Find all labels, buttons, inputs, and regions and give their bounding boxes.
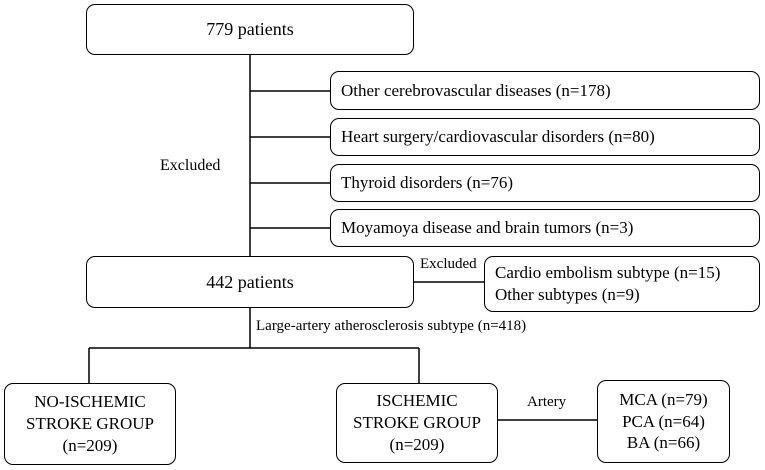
ischemic-line-1: ISCHEMIC xyxy=(376,391,458,411)
no-ischemic-line-1: NO-ISCHEMIC xyxy=(34,392,146,412)
exclusion-label-4: Moyamoya disease and brain tumors (n=3) xyxy=(341,218,634,237)
exclusion-box-other-cerebrovascular: Other cerebrovascular diseases (n=178) xyxy=(330,71,760,110)
artery-breakdown-box: MCA (n=79) PCA (n=64) BA (n=66) xyxy=(597,380,730,463)
other-subtypes-label: Other subtypes (n=9) xyxy=(495,285,640,304)
exclusion-label-1: Other cerebrovascular diseases (n=178) xyxy=(341,80,611,100)
no-ischemic-group-box: NO-ISCHEMIC STROKE GROUP (n=209) xyxy=(4,383,176,465)
pca-label: PCA (n=64) xyxy=(622,411,705,431)
exclusion-label-2: Heart surgery/cardiovascular disorders (… xyxy=(341,127,655,146)
subtype-exclusion-box: Cardio embolism subtype (n=15) Other sub… xyxy=(484,256,760,312)
ischemic-line-2: STROKE GROUP xyxy=(353,413,481,433)
ischemic-count: (n=209) xyxy=(389,434,445,454)
exclusion-box-moyamoya: Moyamoya disease and brain tumors (n=3) xyxy=(330,209,760,247)
artery-label: Artery xyxy=(527,394,567,410)
remaining-patients-label: 442 patients xyxy=(206,271,294,292)
remaining-patients-box: 442 patients xyxy=(86,256,414,308)
total-patients-label: 779 patients xyxy=(206,19,294,39)
ischemic-group-box: ISCHEMIC STROKE GROUP (n=209) xyxy=(336,383,498,463)
no-ischemic-count: (n=209) xyxy=(62,435,118,455)
laa-subtype-label: Large-artery atherosclerosis subtype (n=… xyxy=(256,318,527,334)
total-patients-box: 779 patients xyxy=(86,4,414,55)
exclusion-label-3: Thyroid disorders (n=76) xyxy=(341,173,514,192)
exclusion-box-heart-surgery: Heart surgery/cardiovascular disorders (… xyxy=(330,118,760,156)
excluded-label-top: Excluded xyxy=(160,157,221,174)
excluded-label-subtypes: Excluded xyxy=(420,256,477,272)
no-ischemic-line-2: STROKE GROUP xyxy=(26,414,154,434)
cardio-embolism-label: Cardio embolism subtype (n=15) xyxy=(495,263,721,283)
exclusion-box-thyroid: Thyroid disorders (n=76) xyxy=(330,164,760,202)
mca-label: MCA (n=79) xyxy=(619,389,708,409)
ba-label: BA (n=66) xyxy=(626,433,701,453)
